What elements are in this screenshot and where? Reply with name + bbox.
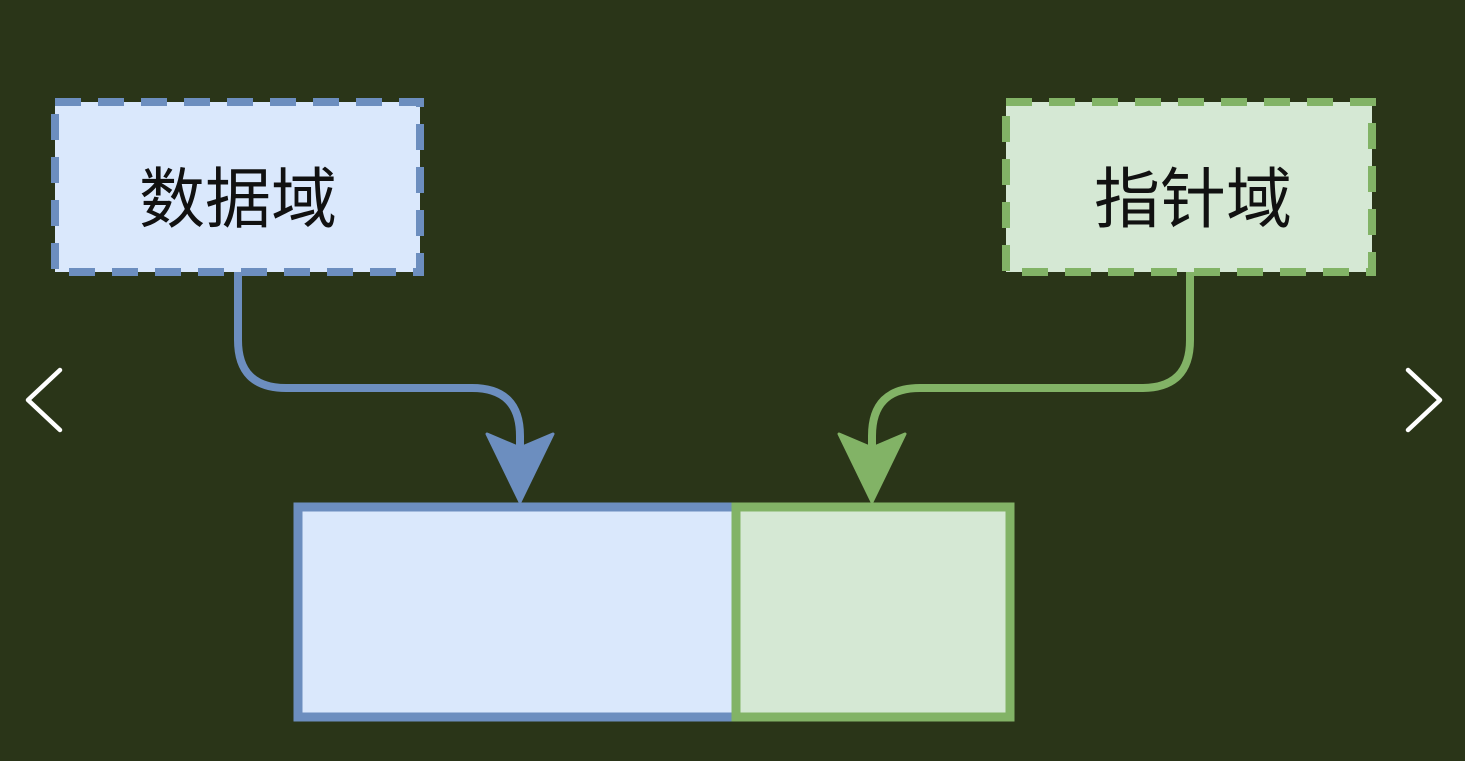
data-field-label-rect [51, 98, 424, 276]
pointer-field-connector-line [868, 272, 1194, 450]
data-field-label-box: 数据域 [51, 98, 424, 276]
node-pointer-cell [731, 502, 1015, 722]
pointer-field-arrowhead-icon [837, 432, 907, 504]
data-field-arrowhead-icon [485, 432, 555, 504]
linked-list-node [293, 502, 1015, 722]
pointer-field-label: 指针域 [1094, 161, 1292, 238]
next-slide-button[interactable] [1398, 362, 1448, 438]
chevron-right-icon [1405, 367, 1443, 433]
data-field-label: 数据域 [139, 161, 337, 238]
data-field-connector [234, 272, 555, 504]
chevron-left-icon [25, 367, 63, 433]
pointer-field-label-rect [1002, 98, 1376, 276]
pointer-field-connector [837, 272, 1194, 504]
node-data-cell [293, 502, 741, 722]
previous-slide-button[interactable] [20, 362, 70, 438]
data-field-connector-line [234, 272, 524, 450]
pointer-field-label-box: 指针域 [1002, 98, 1376, 276]
